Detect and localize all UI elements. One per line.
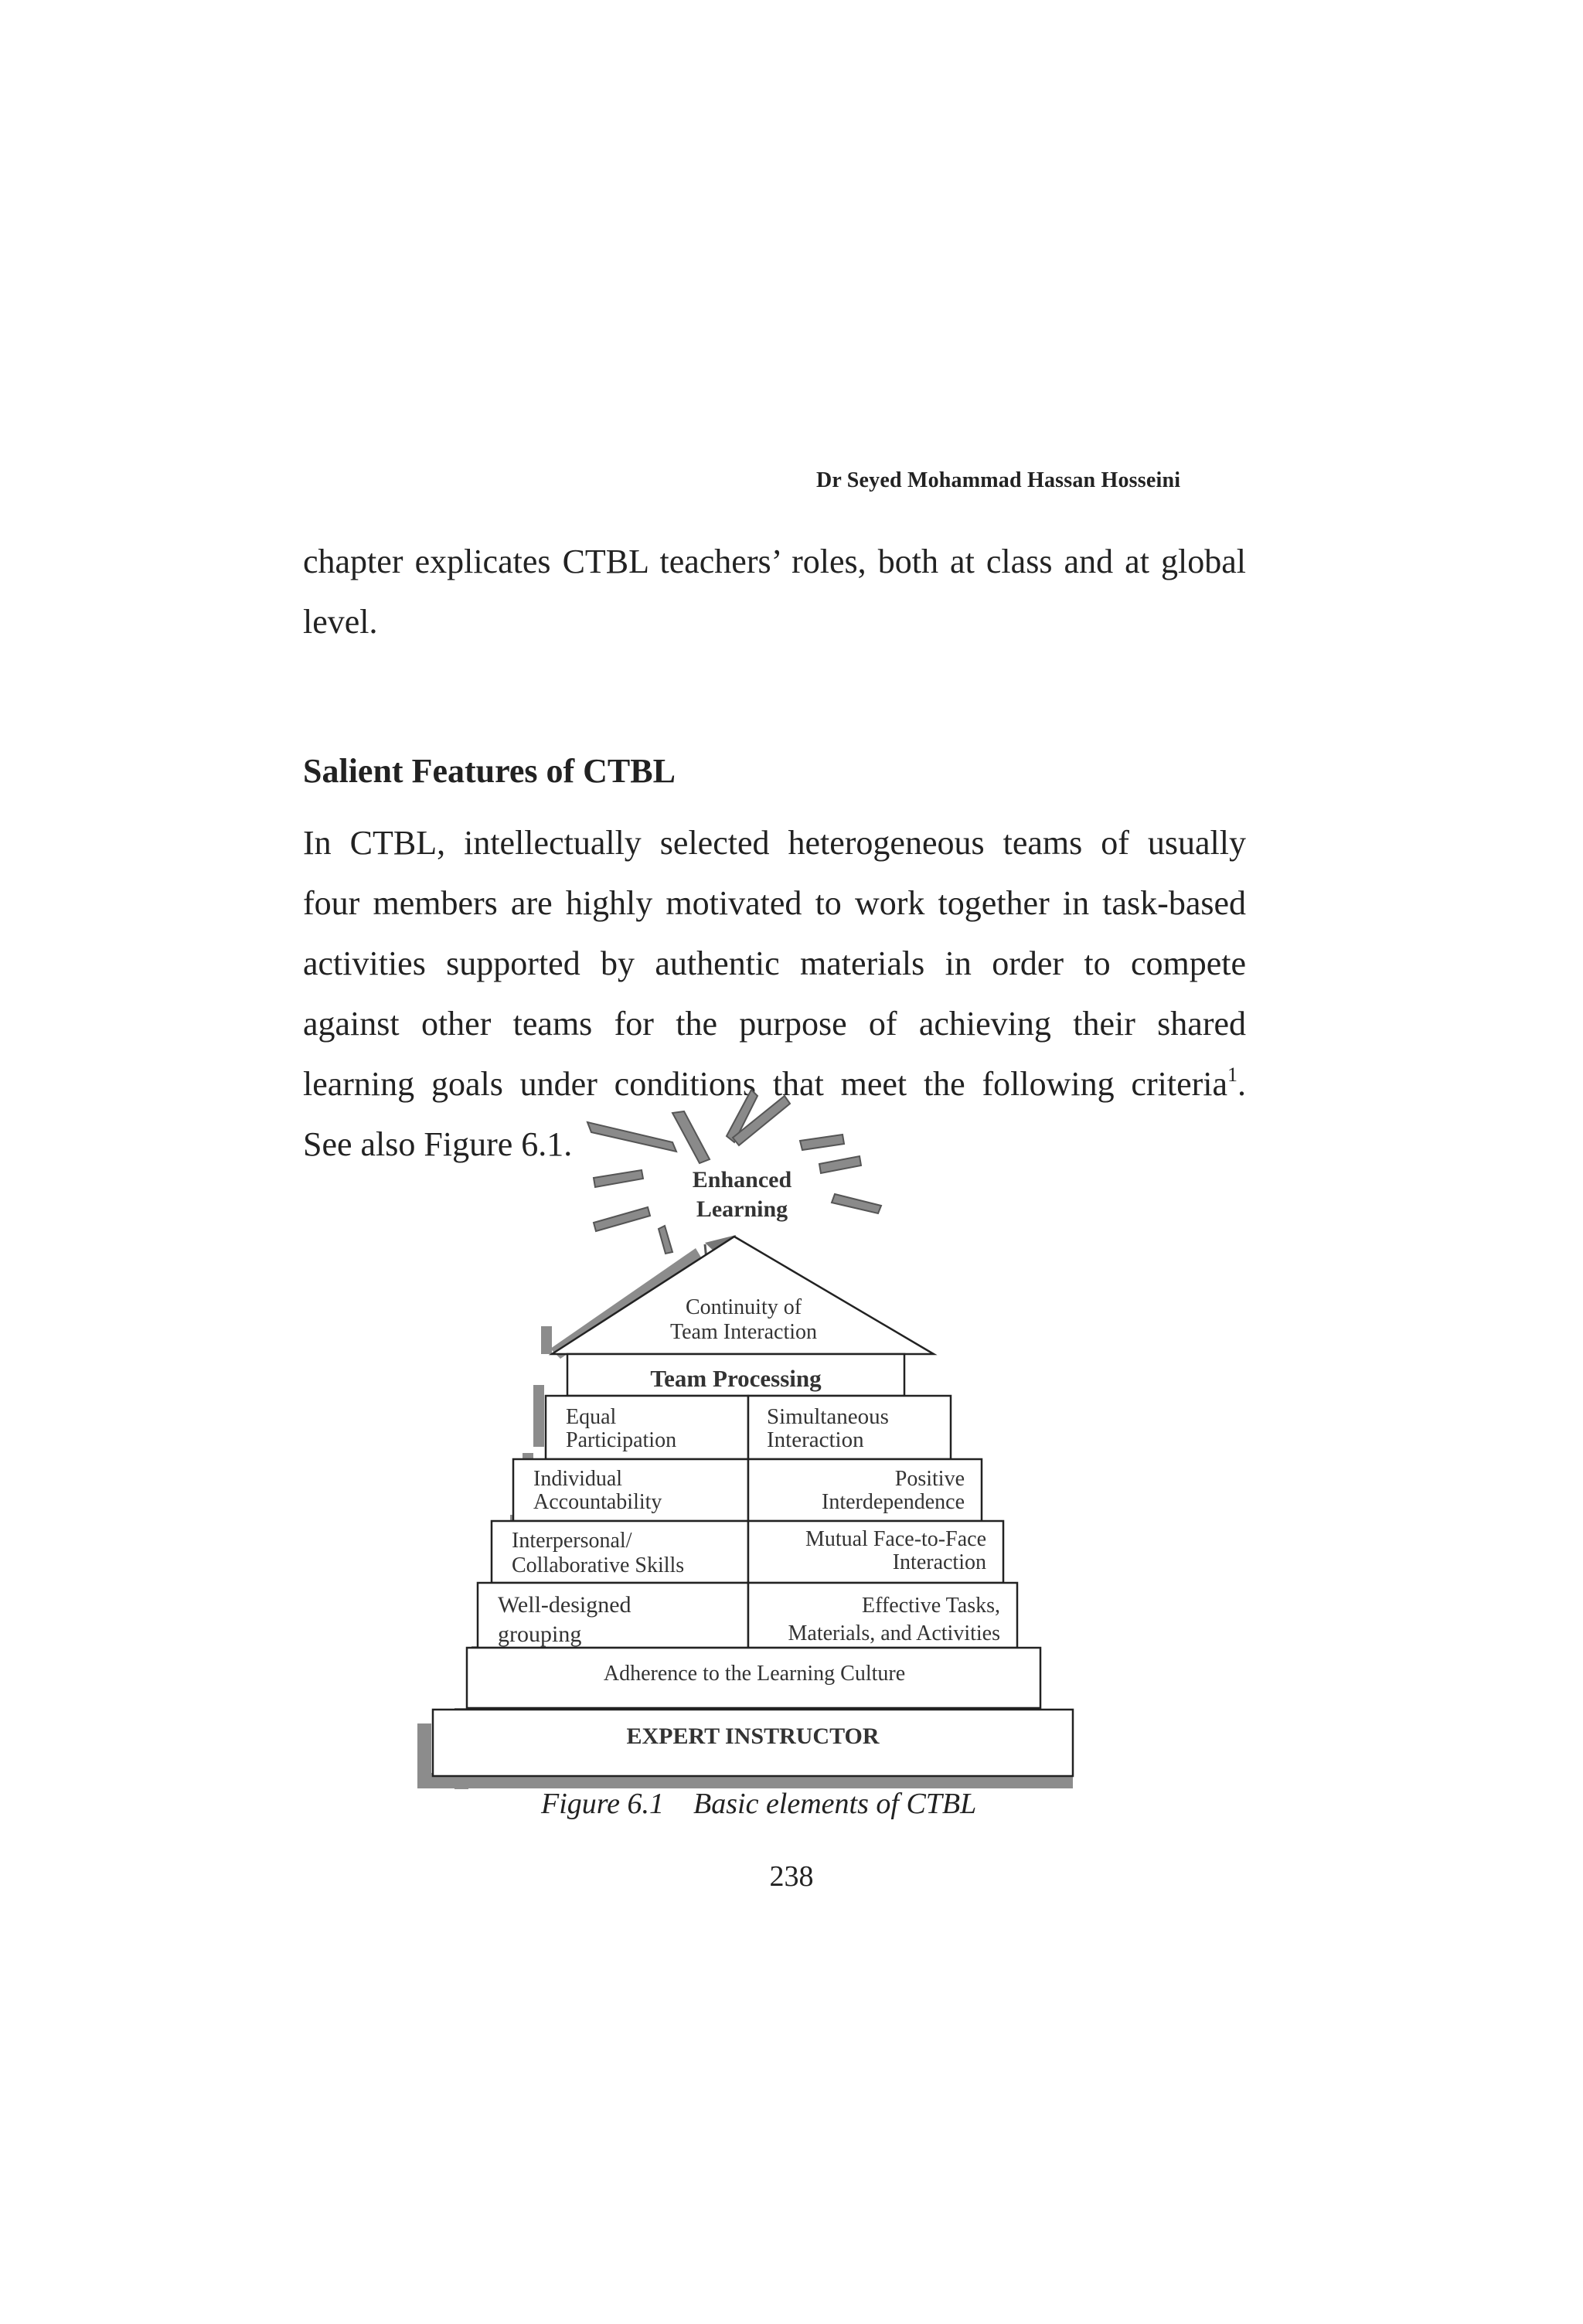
grouping-line2: grouping xyxy=(498,1621,581,1647)
text-line: four members are highly motivated to wor… xyxy=(303,884,1246,922)
individual-accountability-line1: Individual xyxy=(533,1467,622,1491)
text-line-body: learning goals under conditions that mee… xyxy=(303,1065,1227,1103)
simultaneous-interaction-line2: Interaction xyxy=(767,1427,864,1452)
intro-paragraph: chapter explicates CTBL teachers’ roles,… xyxy=(303,532,1246,652)
figure-caption: Figure 6.1 Basic elements of CTBL xyxy=(541,1788,977,1820)
page-number: 238 xyxy=(769,1860,814,1893)
block-simultaneous-interaction: Simultaneous Interaction xyxy=(747,1394,952,1461)
positive-interdependence-line1: Positive xyxy=(895,1467,965,1491)
section-heading: Salient Features of CTBL xyxy=(303,752,676,790)
text-line: chapter explicates CTBL teachers’ roles,… xyxy=(303,543,1246,580)
face-to-face-line2: Interaction xyxy=(893,1550,986,1574)
enhanced-learning-line1: Enhanced xyxy=(693,1167,792,1193)
burst-label: Enhanced Learning xyxy=(693,1167,792,1222)
roof-label-line1: Continuity of xyxy=(686,1295,802,1319)
effective-tasks-line1: Effective Tasks, xyxy=(862,1594,1000,1618)
positive-interdependence-line2: Interdependence xyxy=(822,1490,965,1514)
block-learning-culture: Adherence to the Learning Culture xyxy=(465,1646,1042,1710)
interpersonal-skills-line2: Collaborative Skills xyxy=(512,1553,684,1577)
enhanced-learning-line2: Learning xyxy=(696,1196,788,1222)
individual-accountability-line2: Accountability xyxy=(533,1490,662,1514)
block-interpersonal-skills: Interpersonal/ Collaborative Skills xyxy=(490,1519,750,1584)
text-line: learning goals under conditions that mee… xyxy=(303,1054,1246,1114)
block-grouping: Well-designed grouping xyxy=(476,1581,750,1649)
block-equal-participation: Equal Participation xyxy=(544,1394,750,1461)
expert-instructor-label: EXPERT INSTRUCTOR xyxy=(626,1723,879,1749)
face-to-face-line1: Mutual Face-to-Face xyxy=(805,1527,986,1551)
grouping-line1: Well-designed xyxy=(498,1592,631,1618)
block-individual-accountability: Individual Accountability xyxy=(512,1458,750,1523)
text-line: See also Figure 6.1. xyxy=(303,1125,573,1163)
block-team-processing: Team Processing xyxy=(566,1353,906,1397)
running-head: Dr Seyed Mohammad Hassan Hosseini xyxy=(816,468,1181,492)
text-line: In CTBL, intellectually selected heterog… xyxy=(303,824,1246,862)
line-end: . xyxy=(1237,1065,1246,1103)
text-line: level. xyxy=(303,603,378,641)
features-paragraph: In CTBL, intellectually selected heterog… xyxy=(303,813,1246,1175)
equal-participation-line1: Equal xyxy=(566,1405,617,1429)
interpersonal-skills-line1: Interpersonal/ xyxy=(512,1529,632,1553)
block-positive-interdependence: Positive Interdependence xyxy=(747,1458,983,1523)
effective-tasks-line2: Materials, and Activities xyxy=(788,1621,1001,1645)
simultaneous-interaction-line1: Simultaneous xyxy=(767,1404,889,1429)
team-processing-label: Team Processing xyxy=(650,1365,822,1392)
block-expert-instructor: EXPERT INSTRUCTOR xyxy=(431,1708,1074,1778)
text-line: against other teams for the purpose of a… xyxy=(303,1005,1246,1043)
roof-label-line2: Team Interaction xyxy=(670,1320,817,1344)
block-face-to-face: Mutual Face-to-Face Interaction xyxy=(747,1519,1005,1584)
equal-participation-line2: Participation xyxy=(566,1428,676,1452)
burst-rays xyxy=(586,1088,883,1255)
text-line: activities supported by authentic materi… xyxy=(303,944,1246,982)
block-effective-tasks: Effective Tasks, Materials, and Activiti… xyxy=(747,1581,1019,1649)
learning-culture-label: Adherence to the Learning Culture xyxy=(604,1662,905,1686)
footnote-ref: 1 xyxy=(1227,1063,1237,1086)
roof-continuity: Continuity of Team Interaction xyxy=(548,1235,938,1356)
